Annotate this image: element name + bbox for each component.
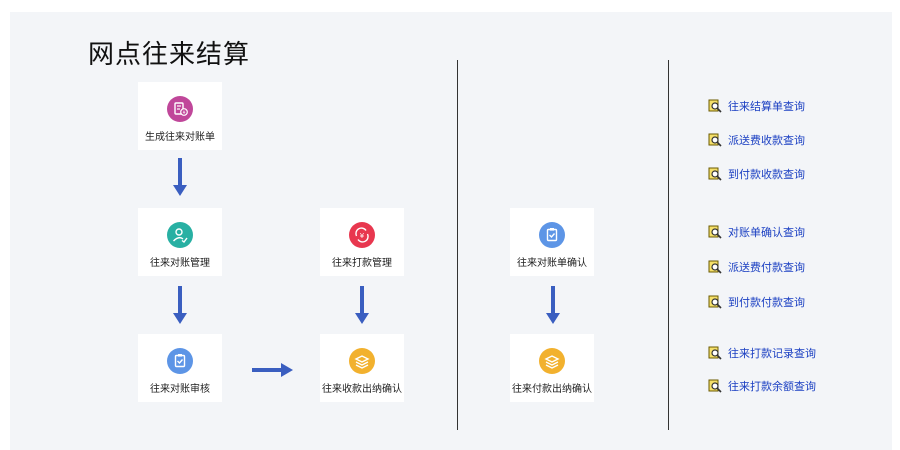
search-doc-icon: [708, 379, 722, 393]
query-link-label: 往来结算单查询: [728, 100, 805, 113]
query-link[interactable]: 到付款付款查询: [708, 294, 805, 310]
clipboard-check-icon: [539, 222, 565, 248]
query-link[interactable]: 派送费付款查询: [708, 259, 805, 275]
generate-statement-node[interactable]: ¥ 生成往来对账单: [138, 82, 222, 150]
search-doc-icon: [708, 167, 722, 181]
search-doc-icon: [708, 295, 722, 309]
query-link[interactable]: 往来打款记录查询: [708, 345, 816, 361]
down-arrow-icon: [173, 286, 187, 324]
query-link-label: 派送费收款查询: [728, 134, 805, 147]
svg-text:¥: ¥: [360, 232, 365, 240]
column-divider-1: [457, 60, 458, 430]
search-doc-icon: [708, 346, 722, 360]
query-link-label: 到付款收款查询: [728, 168, 805, 181]
reconciliation-manage-label: 往来对账管理: [150, 258, 210, 269]
column-divider-2: [668, 60, 669, 430]
search-doc-icon: [708, 225, 722, 239]
layers-icon: [349, 348, 375, 374]
query-link-label: 到付款付款查询: [728, 296, 805, 309]
right-arrow-icon: [252, 363, 293, 377]
payment-manage-label: 往来打款管理: [332, 258, 392, 269]
query-link[interactable]: 往来打款余额查询: [708, 378, 816, 394]
search-doc-icon: [708, 99, 722, 113]
query-link[interactable]: 到付款收款查询: [708, 166, 805, 182]
query-link[interactable]: 对账单确认查询: [708, 224, 805, 240]
query-link-label: 对账单确认查询: [728, 226, 805, 239]
payment-cashier-confirm-label: 往来付款出纳确认: [512, 384, 592, 395]
clipboard-check-icon: [167, 348, 193, 374]
down-arrow-icon: [173, 158, 187, 196]
search-doc-icon: [708, 133, 722, 147]
yuan-cycle-icon: ¥: [349, 222, 375, 248]
query-link-label: 派送费付款查询: [728, 261, 805, 274]
page-title: 网点往来结算: [88, 40, 251, 70]
search-doc-icon: [708, 260, 722, 274]
statement-confirm-node[interactable]: 往来对账单确认: [510, 208, 594, 276]
payment-cashier-confirm-node[interactable]: 往来付款出纳确认: [510, 334, 594, 402]
down-arrow-icon: [546, 286, 560, 324]
down-arrow-icon: [355, 286, 369, 324]
query-link[interactable]: 派送费收款查询: [708, 132, 805, 148]
bill-icon: ¥: [167, 96, 193, 122]
reconciliation-audit-node[interactable]: 往来对账审核: [138, 334, 222, 402]
layers-icon: [539, 348, 565, 374]
reconciliation-audit-label: 往来对账审核: [150, 384, 210, 395]
query-link-label: 往来打款余额查询: [728, 380, 816, 393]
receipt-cashier-confirm-label: 往来收款出纳确认: [322, 384, 402, 395]
receipt-cashier-confirm-node[interactable]: 往来收款出纳确认: [320, 334, 404, 402]
generate-statement-label: 生成往来对账单: [145, 132, 215, 143]
query-link[interactable]: 往来结算单查询: [708, 98, 805, 114]
query-link-label: 往来打款记录查询: [728, 347, 816, 360]
user-check-icon: [167, 222, 193, 248]
statement-confirm-label: 往来对账单确认: [517, 258, 587, 269]
svg-text:¥: ¥: [183, 110, 186, 116]
reconciliation-manage-node[interactable]: 往来对账管理: [138, 208, 222, 276]
payment-manage-node[interactable]: ¥ 往来打款管理: [320, 208, 404, 276]
